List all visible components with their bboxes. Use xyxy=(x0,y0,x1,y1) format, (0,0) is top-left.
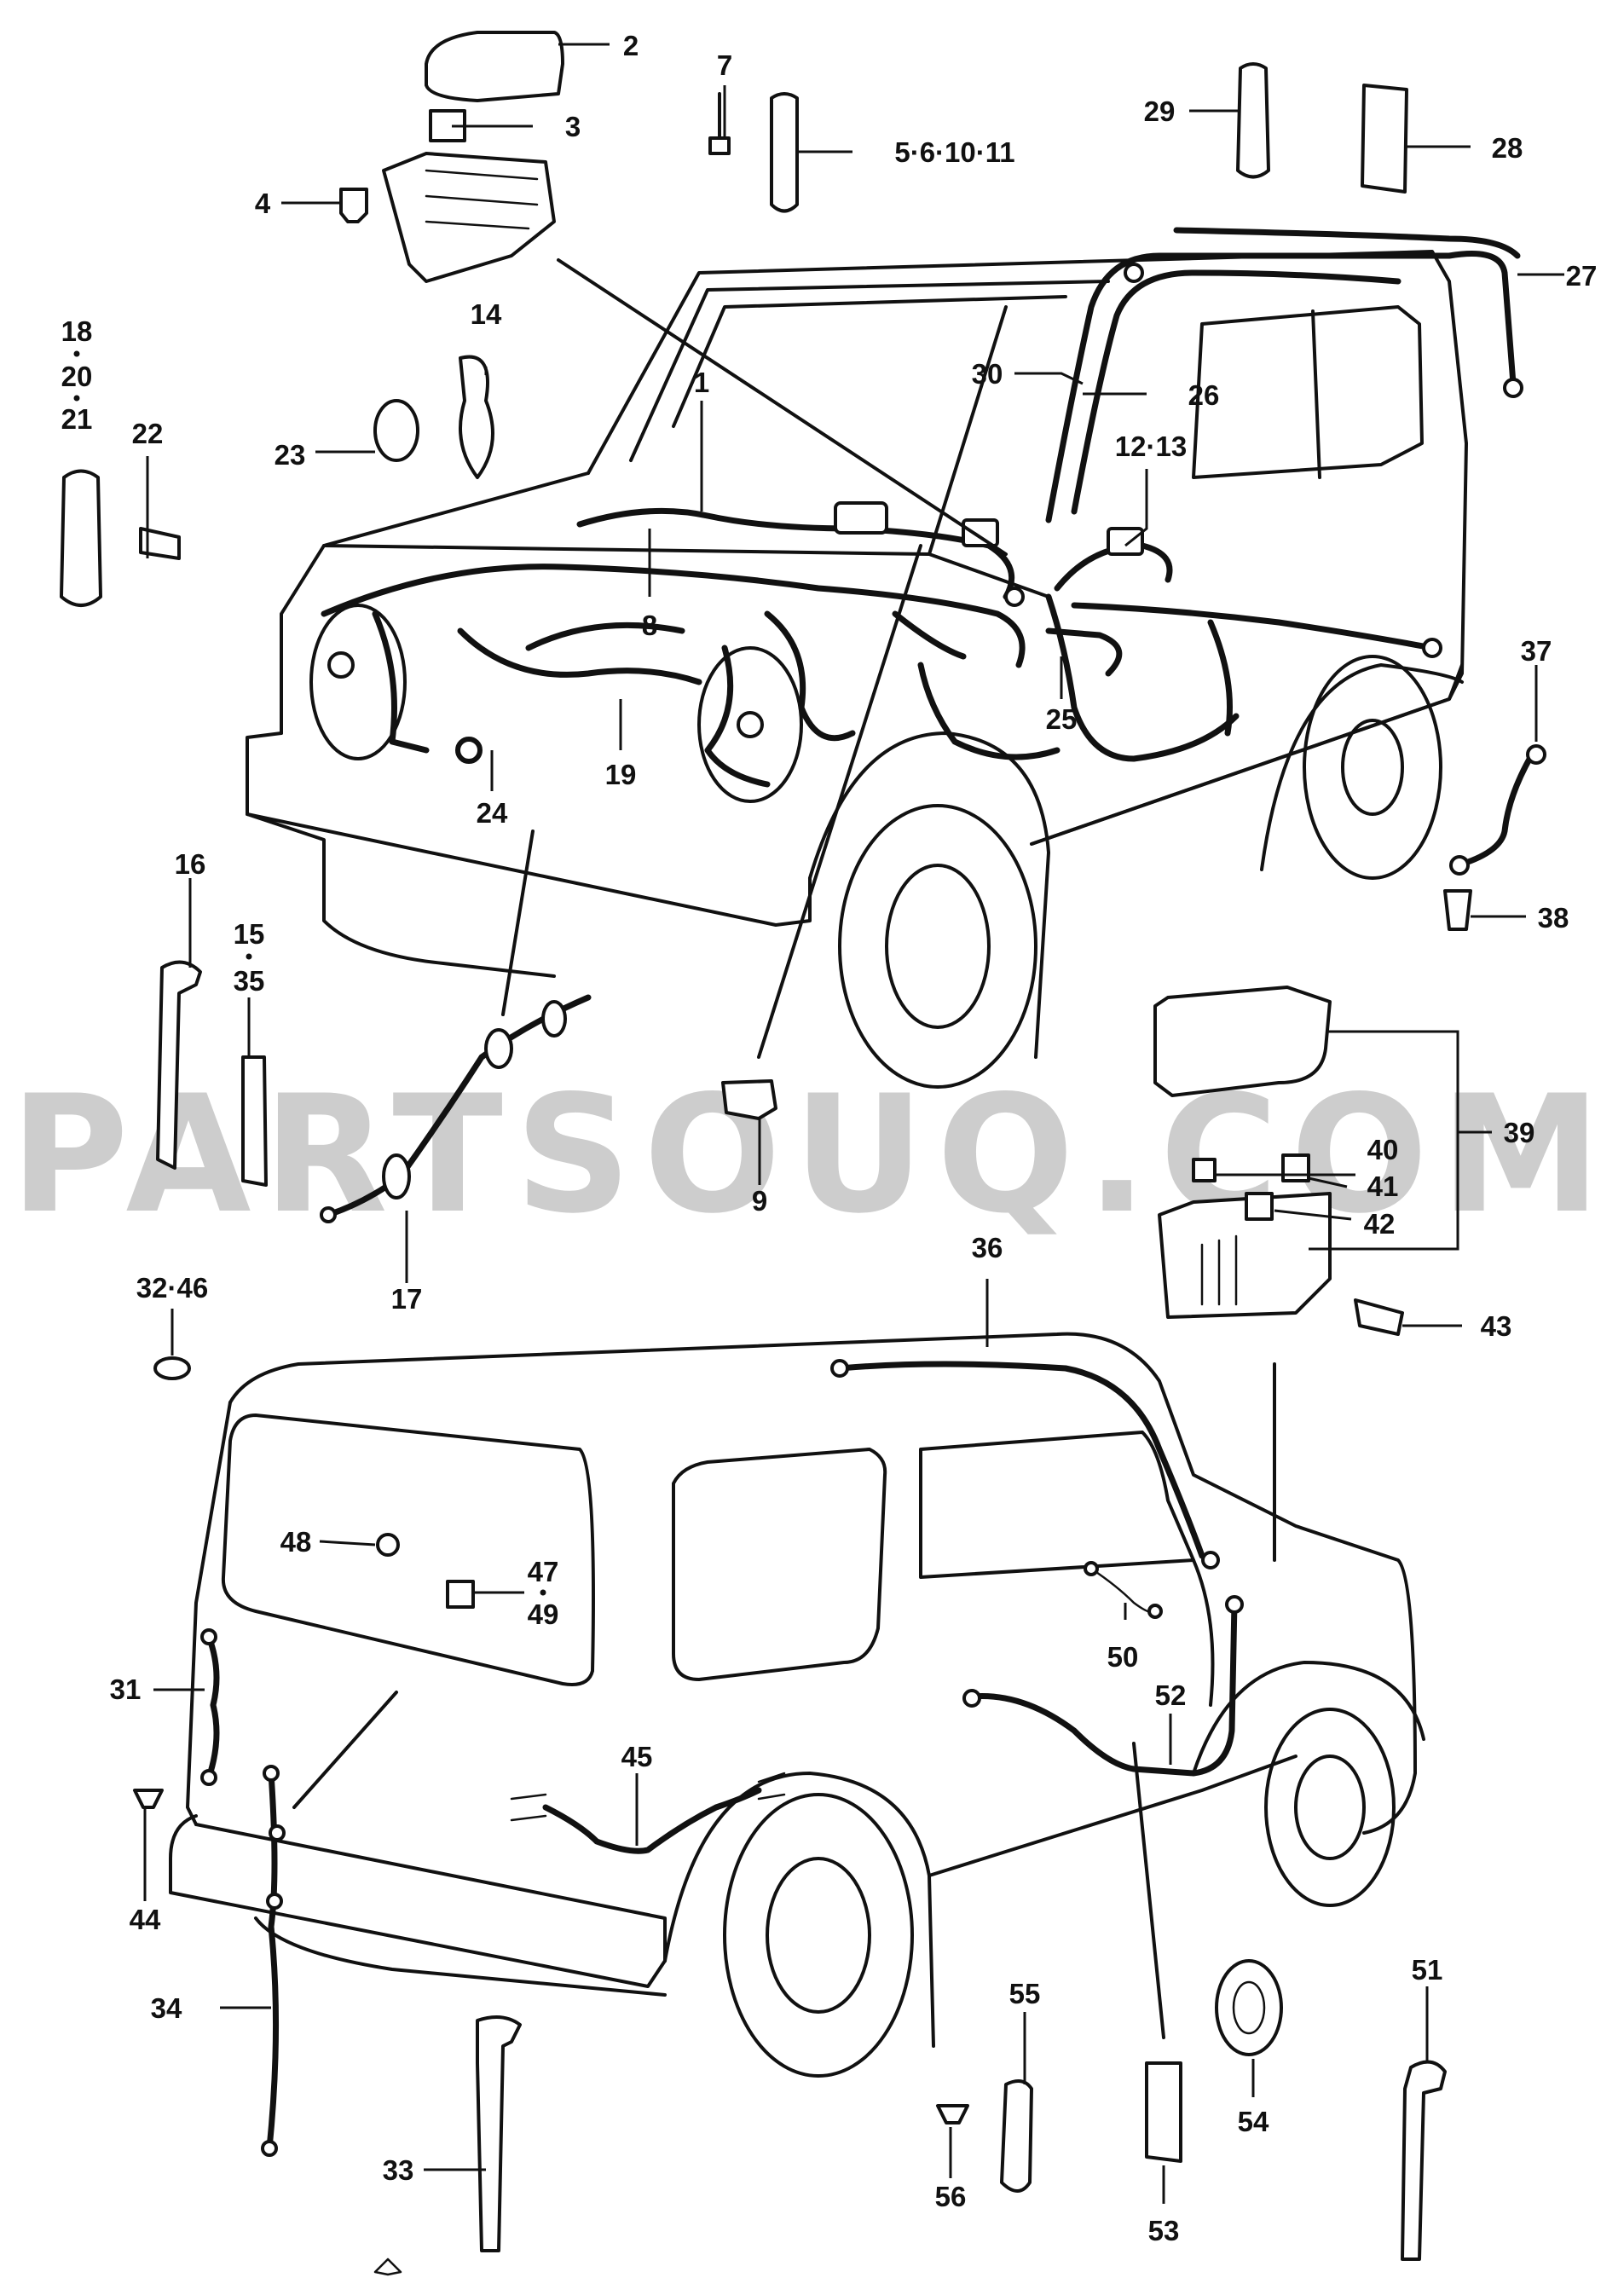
label-26: 26 xyxy=(1188,379,1220,411)
clamp-part-18 xyxy=(60,469,102,607)
fuse-box-lid-part xyxy=(425,31,564,102)
bolt-part-43 xyxy=(1354,1298,1404,1336)
label-22: 22 xyxy=(132,418,164,449)
label-20: 20 xyxy=(61,361,93,392)
label-17: 17 xyxy=(391,1283,423,1315)
label-50: 50 xyxy=(1107,1641,1139,1673)
rear-vehicle-outline xyxy=(169,1332,1425,2078)
relay-box-base-39 xyxy=(1158,1192,1332,1319)
label-21: 21 xyxy=(61,403,93,435)
label-36: 36 xyxy=(972,1232,1003,1263)
clamp-part-55 xyxy=(1000,2079,1033,2193)
relay-part-41 xyxy=(1281,1153,1310,1182)
small-mark xyxy=(373,2257,402,2276)
clip-part-14 xyxy=(459,355,494,479)
label-44: 44 xyxy=(130,1904,161,1935)
label-35: 35 xyxy=(234,965,265,997)
label-51: 51 xyxy=(1412,1954,1443,1986)
bracket-part-15 xyxy=(241,1055,268,1187)
connector-part-9 xyxy=(721,1079,777,1120)
label-9: 9 xyxy=(752,1185,767,1217)
clamp-part-5 xyxy=(770,92,799,213)
label-12-13: 12·13 xyxy=(1115,431,1187,462)
label-52: 52 xyxy=(1155,1679,1187,1711)
label-45: 45 xyxy=(621,1741,653,1772)
label-39: 39 xyxy=(1504,1117,1535,1148)
label-48: 48 xyxy=(280,1526,312,1558)
label-19: 19 xyxy=(605,759,637,790)
label-49: 49 xyxy=(528,1598,559,1630)
label-55: 55 xyxy=(1009,1978,1041,2009)
label-30: 30 xyxy=(972,358,1003,390)
relay-part-42 xyxy=(1245,1192,1274,1221)
part-number-labels: 2 3 4 7 5·6·10·11 29 28 27 30 26 12·13 1… xyxy=(61,30,1598,2246)
label-7: 7 xyxy=(717,49,732,81)
label-3: 3 xyxy=(565,111,581,142)
label-14: 14 xyxy=(471,298,502,330)
relay-box-cover-39 xyxy=(1153,986,1332,1097)
label-31: 31 xyxy=(110,1674,142,1705)
pointer-strips xyxy=(292,258,1276,2039)
label-25: 25 xyxy=(1046,703,1078,735)
front-vehicle-outline xyxy=(246,250,1468,1089)
label-24: 24 xyxy=(477,797,508,829)
label-16: 16 xyxy=(175,848,206,880)
label-38: 38 xyxy=(1538,902,1569,934)
washer-part-32 xyxy=(153,1356,191,1380)
relay-part-40 xyxy=(1192,1158,1217,1182)
front-wiring-harness xyxy=(321,501,1442,788)
ground-wire-37 xyxy=(1449,744,1546,876)
label-8: 8 xyxy=(642,610,657,641)
screw-part-56 xyxy=(936,2104,969,2124)
grommet-part-54 xyxy=(1215,1959,1283,2056)
grommet-part-47 xyxy=(446,1580,475,1609)
fuse-box-part xyxy=(382,152,556,283)
label-plate-53 xyxy=(1145,2061,1182,2163)
screw-part-4 xyxy=(339,188,368,223)
label-47: 47 xyxy=(528,1556,559,1587)
screw-part-44 xyxy=(133,1789,164,1809)
roof-wiring-harness xyxy=(1045,227,1523,523)
clamp-part-16 xyxy=(156,960,202,1170)
screw-part-7 xyxy=(708,92,731,155)
ground-wire-24 xyxy=(457,738,481,762)
label-40: 40 xyxy=(1367,1134,1399,1165)
label-5-6-10-11: 5·6·10·11 xyxy=(894,136,1014,168)
fuse-part xyxy=(429,109,466,142)
label-33: 33 xyxy=(383,2154,414,2186)
label-53: 53 xyxy=(1148,2215,1180,2246)
label-56: 56 xyxy=(935,2181,967,2212)
label-29: 29 xyxy=(1144,95,1176,127)
label-18: 18 xyxy=(61,315,93,347)
rear-wiring-harness xyxy=(200,1359,1244,2157)
label-27: 27 xyxy=(1566,260,1598,292)
label-32-46: 32·46 xyxy=(136,1272,208,1304)
label-42: 42 xyxy=(1364,1208,1396,1240)
label-2: 2 xyxy=(623,30,639,61)
grommet-part-48 xyxy=(376,1533,400,1557)
label-34: 34 xyxy=(151,1992,182,2024)
label-1: 1 xyxy=(694,367,709,398)
label-41: 41 xyxy=(1367,1171,1399,1202)
clamp-part-33 xyxy=(476,2015,522,2252)
label-43: 43 xyxy=(1481,1310,1512,1342)
leader-lines xyxy=(143,43,1564,2204)
clamp-part-29 xyxy=(1236,62,1270,179)
label-23: 23 xyxy=(275,439,306,471)
bolt-part-22 xyxy=(139,527,181,560)
label-plate-28 xyxy=(1361,84,1408,194)
label-28: 28 xyxy=(1492,132,1523,164)
label-separators xyxy=(73,350,546,1596)
label-54: 54 xyxy=(1238,2106,1269,2137)
bolt-part-38 xyxy=(1443,889,1472,931)
clip-part-23 xyxy=(373,399,419,462)
label-37: 37 xyxy=(1521,635,1552,667)
label-15: 15 xyxy=(234,918,265,950)
wire-part-17 xyxy=(320,994,592,1223)
label-4: 4 xyxy=(255,188,271,219)
clamp-part-51 xyxy=(1401,2060,1447,2261)
